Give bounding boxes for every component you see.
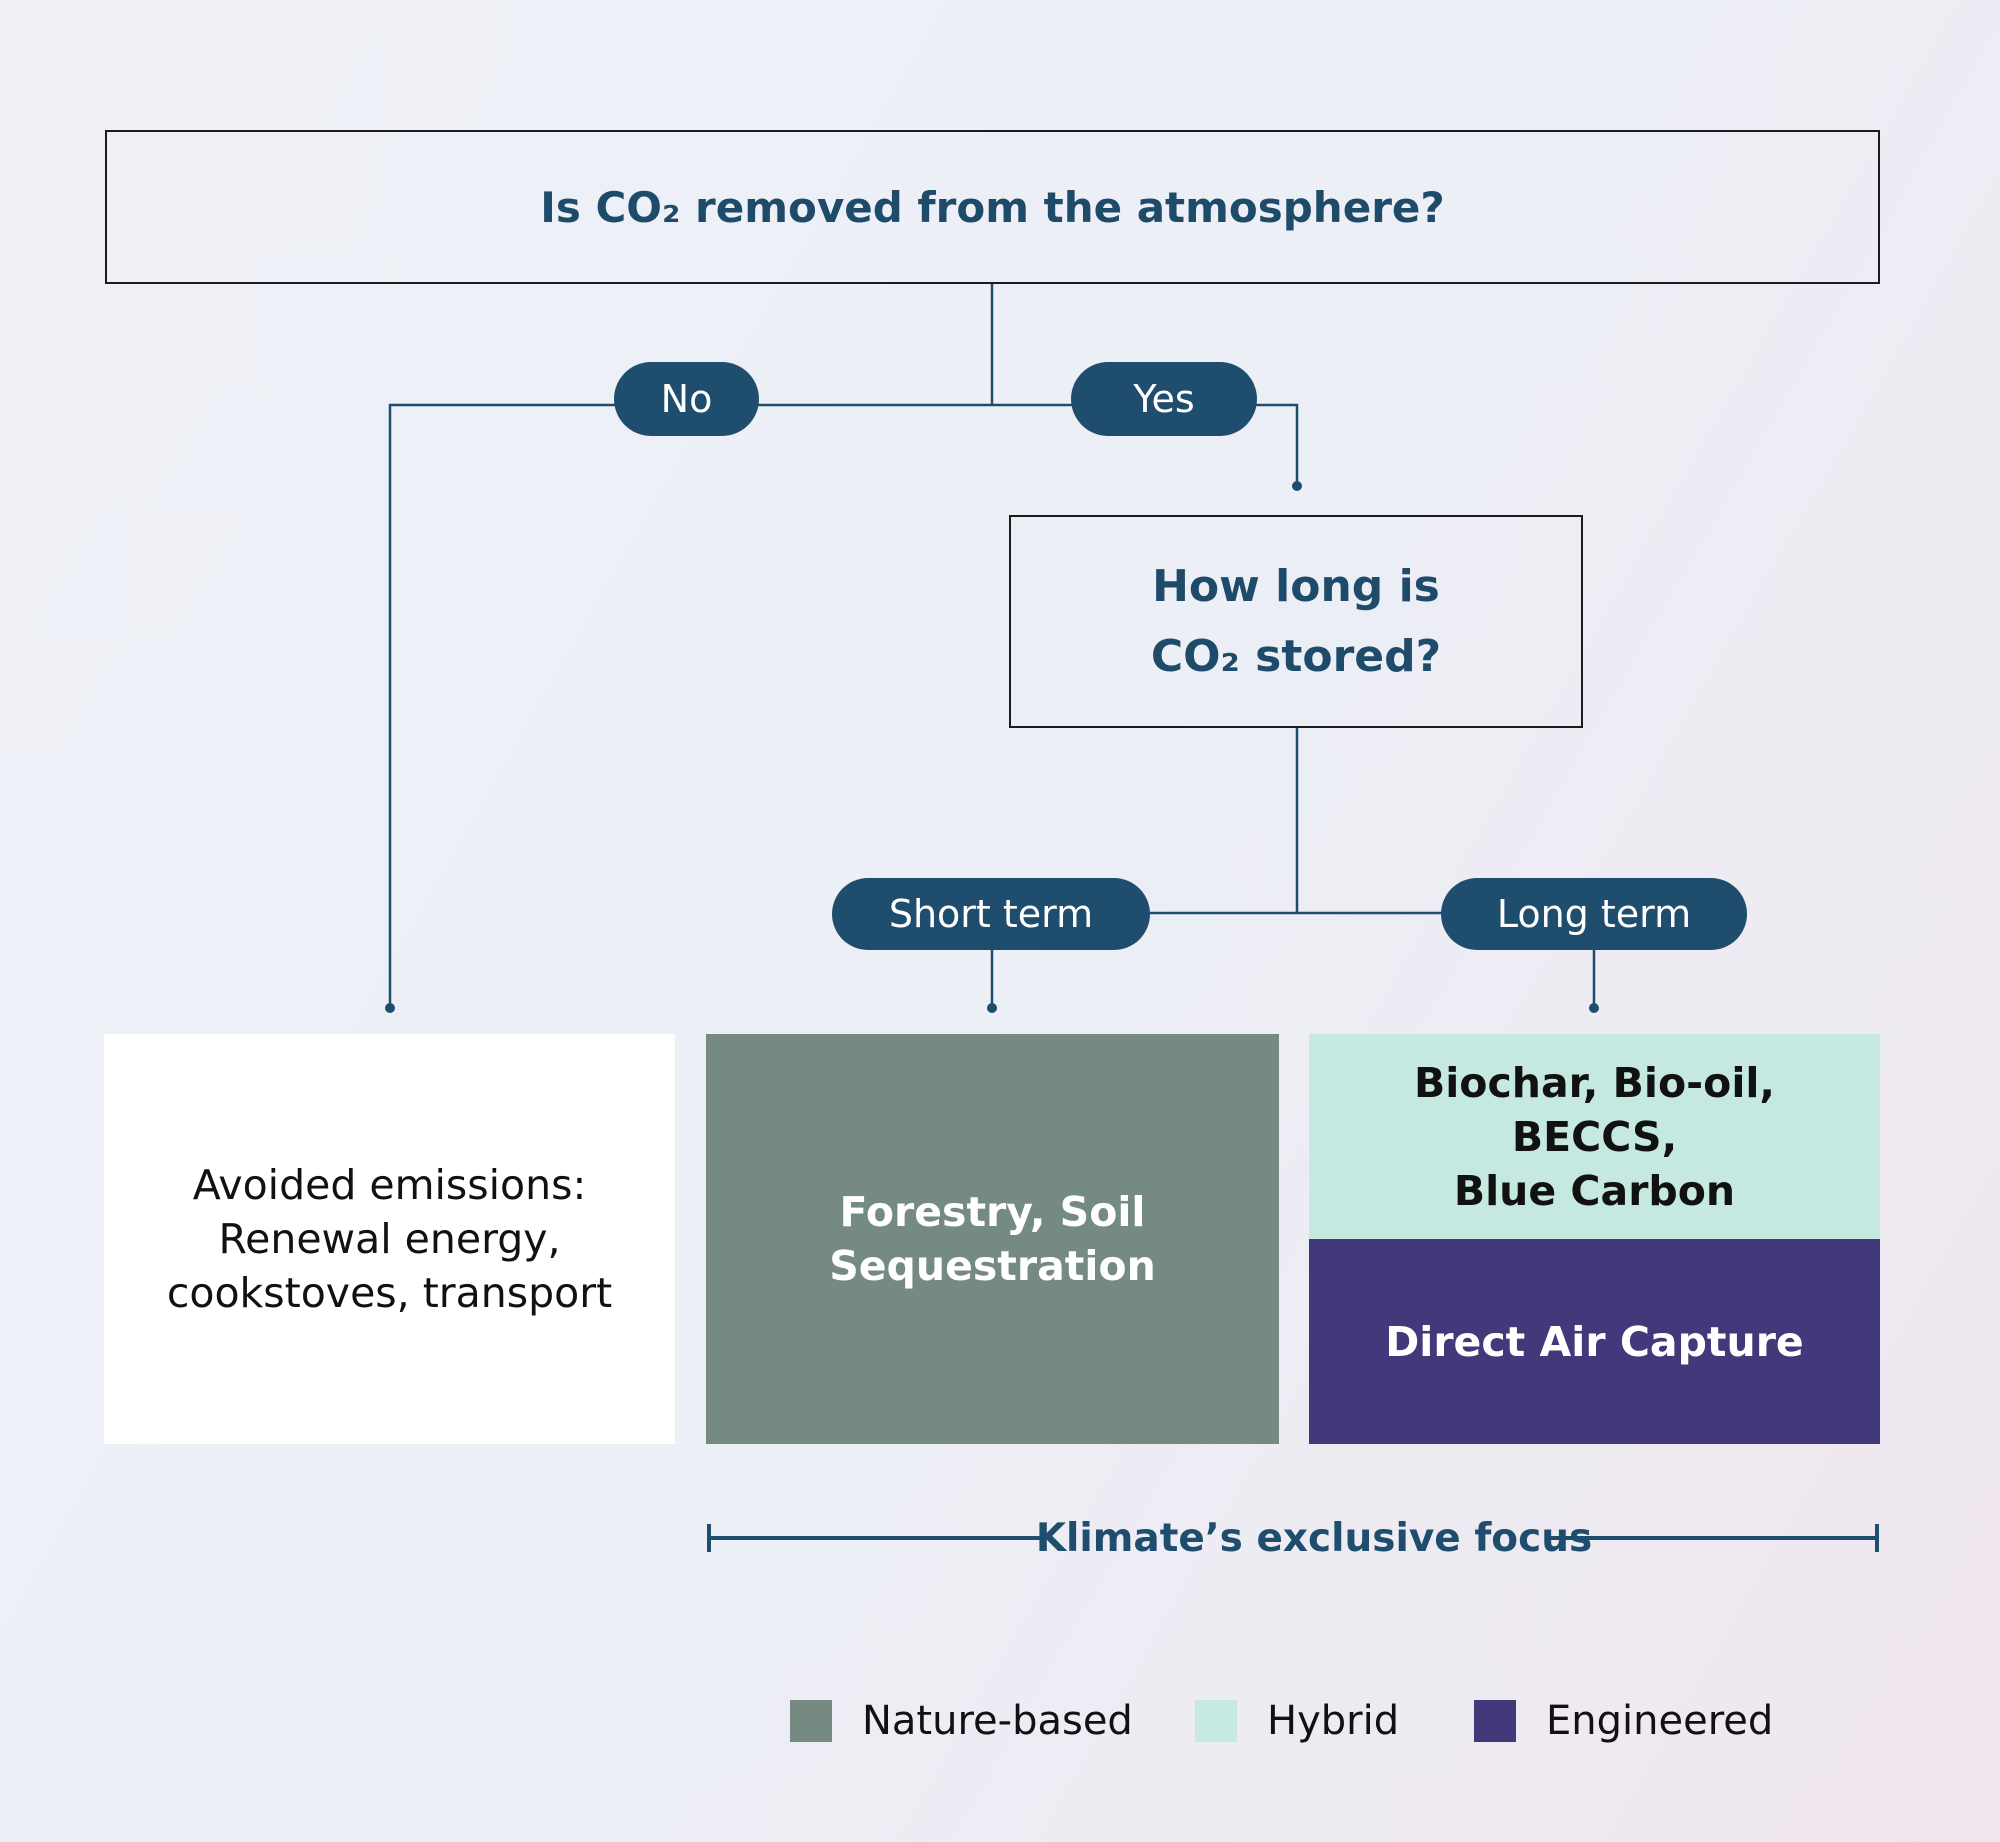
- legend-item-engineered: Engineered: [1474, 1697, 1773, 1745]
- branch-short-term-pill: Short term: [832, 878, 1150, 950]
- legend-item-hybrid: Hybrid: [1195, 1697, 1399, 1745]
- connector-dot-long: [1589, 1003, 1599, 1013]
- question-removed: Is CO₂ removed from the atmosphere?: [105, 130, 1880, 284]
- legend-label-nature-based: Nature-based: [862, 1698, 1133, 1744]
- legend-label-hybrid: Hybrid: [1267, 1698, 1400, 1744]
- connector-dot-avoided: [385, 1003, 395, 1013]
- question-storage-duration: How long is CO₂ stored?: [1009, 515, 1583, 728]
- outcome-avoided-emissions: Avoided emissions: Renewal energy, cooks…: [104, 1034, 675, 1444]
- legend-swatch-engineered: [1474, 1700, 1516, 1742]
- legend-item-nature-based: Nature-based: [790, 1697, 1133, 1745]
- legend-swatch-hybrid: [1195, 1700, 1237, 1742]
- outcome-biochar: Biochar, Bio-oil, BECCS, Blue Carbon: [1309, 1034, 1880, 1239]
- outcome-forestry-soil: Forestry, Soil Sequestration: [706, 1034, 1279, 1444]
- connector-dot-q2: [1292, 481, 1302, 491]
- branch-no-pill: No: [614, 362, 759, 436]
- branch-yes-pill: Yes: [1071, 362, 1257, 436]
- connector-dot-forestry: [987, 1003, 997, 1013]
- connector-no-branch: [388, 403, 992, 1008]
- branch-long-term-pill: Long term: [1441, 878, 1747, 950]
- legend-swatch-nature-based: [790, 1700, 832, 1742]
- focus-label: Klimate’s exclusive focus: [1035, 1515, 1593, 1561]
- outcome-direct-air-capture: Direct Air Capture: [1309, 1239, 1880, 1444]
- legend-label-engineered: Engineered: [1546, 1698, 1774, 1744]
